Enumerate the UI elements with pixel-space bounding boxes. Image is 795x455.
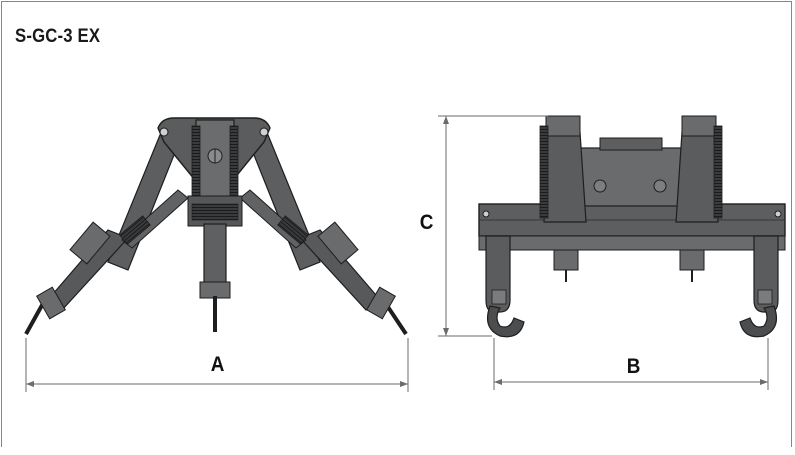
left-tower-cap [545,115,581,137]
left-tip-block [36,286,66,320]
housing-hole-left [593,179,607,193]
right-tower-cap [681,115,717,137]
lower-beam [478,235,786,251]
head-bolt-right [259,127,269,137]
left-tower [543,131,587,223]
central-lower-spring [191,203,239,221]
left-leg-clamp [69,221,111,265]
left-hook [487,305,525,338]
dimension-b [493,338,769,390]
dimension-a [25,338,409,392]
dimension-c-label: C [419,211,434,234]
left-link-spring [119,215,151,245]
center-housing [579,147,683,207]
center-pendant-clamp [199,281,231,299]
dimension-a-label: A [210,353,225,376]
housing-hole-right [653,179,667,193]
right-hook [739,305,777,338]
head-bolt-left [159,127,169,137]
front-view-grab [24,117,408,336]
dimension-b-label: B [626,355,641,378]
product-title: S-GC-3 EX [15,26,101,47]
central-spring-right [229,125,239,199]
central-spring-left [191,125,201,199]
right-tower [675,131,719,223]
dimension-c [438,115,548,337]
left-tower-spring [539,125,549,219]
right-tower-spring [713,125,723,219]
center-pendant [203,223,227,287]
right-tip-block [366,286,396,320]
side-view-grab [478,115,786,338]
right-leg-clamp [317,221,359,265]
right-link-spring [277,215,309,245]
